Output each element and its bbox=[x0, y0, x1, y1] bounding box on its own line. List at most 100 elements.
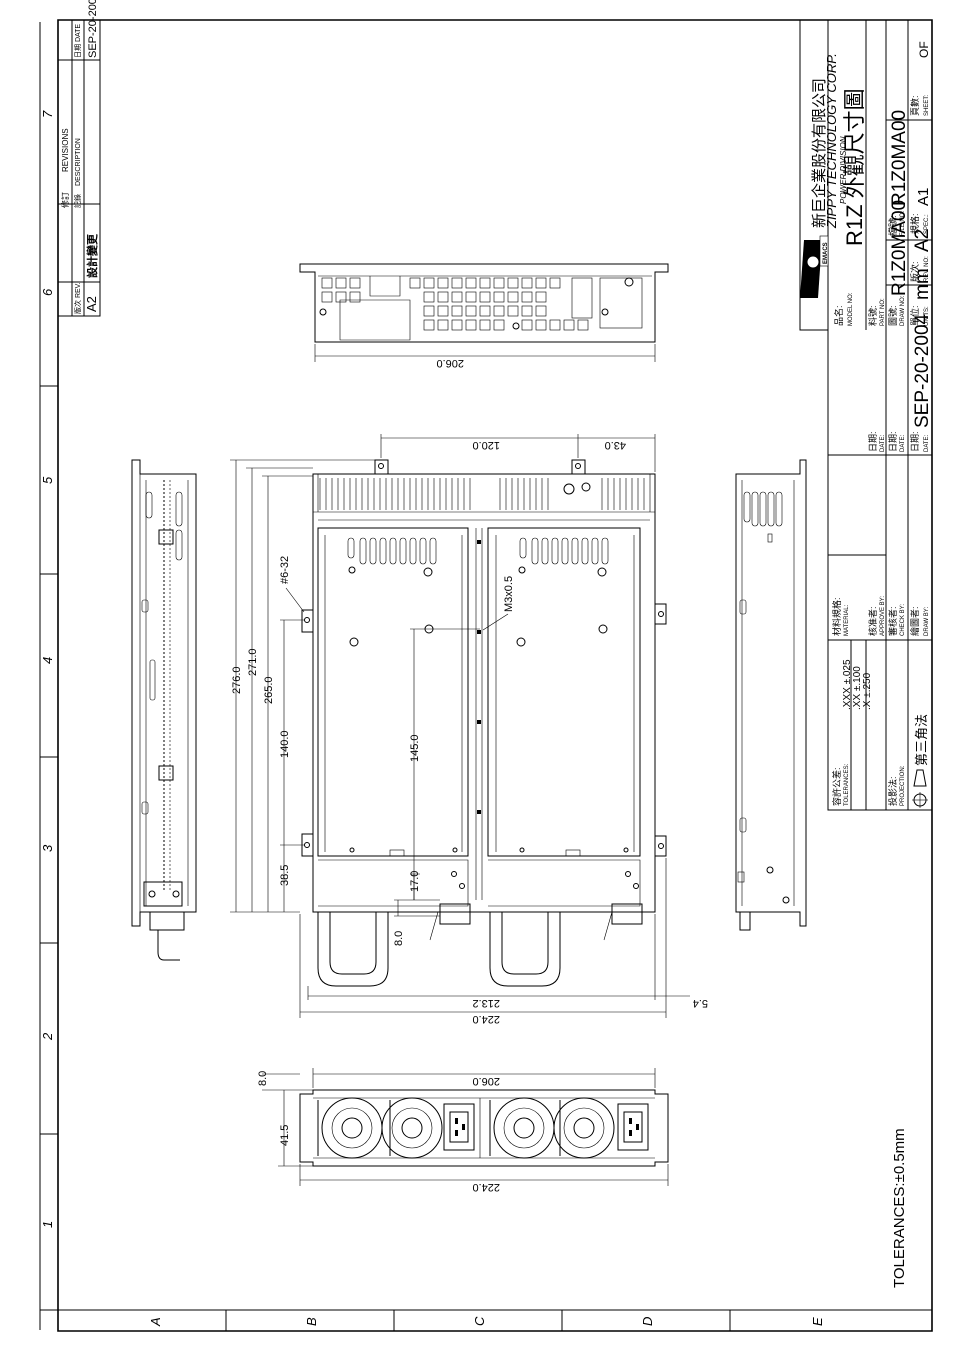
dim-label: 206.0 bbox=[436, 357, 464, 369]
zone-number: 4 bbox=[40, 657, 55, 664]
dimension-front-41-5: 41.5 bbox=[278, 1090, 313, 1167]
dim-label: 224.0 bbox=[472, 1013, 500, 1025]
date-label-2: DATE: bbox=[924, 434, 930, 452]
dimension-w5-4: 5.4 bbox=[655, 858, 708, 1009]
revisions-title: REVISIONS bbox=[61, 128, 70, 172]
dimension-front-224: 224.0 bbox=[299, 1164, 669, 1193]
projection-symbol bbox=[912, 769, 928, 808]
dimension-h8: 8.0 bbox=[393, 899, 440, 946]
division: POWER DIVISION bbox=[839, 136, 848, 204]
fan-icon bbox=[553, 1097, 615, 1159]
rev-value: A2 bbox=[84, 296, 99, 312]
spec-value: A1 bbox=[915, 188, 932, 206]
drawn-label: DRAW BY: bbox=[924, 607, 930, 636]
sheet-border bbox=[57, 19, 933, 1332]
dim-label: 206.0 bbox=[472, 1075, 500, 1087]
power-inlet-icon bbox=[617, 1103, 649, 1151]
dim-label: 213.2 bbox=[472, 997, 500, 1009]
callout-screw: M3x0.5 bbox=[482, 576, 515, 631]
dimension-h265: 265.0 bbox=[262, 475, 313, 912]
revisions-title-cn: 修訂 bbox=[60, 192, 70, 208]
zone-letter: A bbox=[148, 1317, 163, 1327]
rev-no-label-cn: 版次: bbox=[909, 261, 920, 282]
dimension-w43: 43.0 bbox=[578, 434, 656, 472]
right-side-view bbox=[735, 459, 807, 931]
main-plan-view bbox=[301, 459, 667, 987]
rev-description: 設計變更 bbox=[85, 233, 99, 278]
approve-label-cn: 核准者: bbox=[867, 606, 878, 636]
tol-x: .X ±.250 bbox=[862, 672, 873, 710]
dim-label: 8.0 bbox=[257, 1071, 269, 1086]
dim-label: 38.5 bbox=[279, 865, 291, 886]
zone-number: 7 bbox=[40, 110, 55, 118]
file-no-label-cn: 檔號: bbox=[887, 215, 898, 236]
zone-number: 5 bbox=[40, 476, 55, 484]
date-label: 日期 DATE bbox=[74, 24, 82, 58]
rev-no-label: REV. NO: bbox=[924, 256, 930, 282]
dimension-w224: 224.0 bbox=[299, 914, 667, 1025]
dimension-front-8: 8.0 bbox=[257, 1071, 313, 1091]
dim-label: 276.0 bbox=[231, 666, 243, 694]
dim-label: 265.0 bbox=[263, 676, 275, 704]
date-label-3: DATE: bbox=[880, 434, 886, 452]
draw-no: R1Z0MA00 bbox=[889, 200, 910, 296]
check-label-cn: 審核者: bbox=[887, 606, 898, 636]
sheet-of: OF bbox=[917, 41, 931, 58]
zone-number: 2 bbox=[40, 1032, 55, 1041]
projection-value: 第三角法 bbox=[914, 714, 929, 766]
company-cn: 新巨企業股份有限公司 bbox=[810, 78, 828, 228]
rev-label: 版次 REV. bbox=[73, 282, 82, 314]
title-block: EMACS 新巨企業股份有限公司 ZIPPY TECHNOLOGY CORP. … bbox=[799, 19, 933, 811]
sheet-label: SHEET: bbox=[924, 95, 930, 116]
zone-number: 3 bbox=[40, 844, 55, 852]
tolerances-label-cn: 容許公差: bbox=[831, 767, 842, 806]
tolerance-note: TOLERANCES:±0.5mm bbox=[891, 1128, 908, 1288]
draw-no-label-cn: 圖號: bbox=[887, 305, 898, 326]
zone-letters: A B C D E bbox=[148, 1316, 825, 1327]
dim-label: 8.0 bbox=[393, 931, 405, 946]
dim-label: 271.0 bbox=[247, 648, 259, 676]
zone-number: 6 bbox=[40, 288, 55, 296]
dimension-front-206: 206.0 bbox=[312, 1068, 656, 1088]
dim-label: 41.5 bbox=[279, 1125, 291, 1146]
file-no: R1Z0MA00 bbox=[889, 110, 910, 206]
date-label: DATE: bbox=[900, 434, 906, 452]
part-no-label-cn: 料號: bbox=[867, 305, 878, 326]
drawing-title: R1Z 外觀尺寸圖 bbox=[842, 88, 867, 246]
rear-panel-view bbox=[299, 263, 669, 343]
spec-label: SPEC.: bbox=[924, 214, 930, 234]
left-side-view bbox=[131, 459, 197, 961]
dim-label: #6-32 bbox=[279, 556, 291, 584]
dim-label: 120.0 bbox=[472, 439, 500, 451]
dimension-top-206: 206.0 bbox=[314, 344, 656, 369]
dim-label: 17.0 bbox=[409, 871, 421, 892]
zone-letter: E bbox=[810, 1317, 825, 1326]
dim-label: 145.0 bbox=[409, 734, 421, 762]
dimension-h140: 140.0 bbox=[279, 619, 304, 846]
dim-label: 224.0 bbox=[472, 1181, 500, 1193]
zone-number: 1 bbox=[40, 1221, 55, 1228]
tol-xxx: .XXX ±.025 bbox=[842, 659, 853, 710]
units-value: mm bbox=[912, 268, 933, 300]
dimension-h17: 17.0 bbox=[409, 871, 421, 900]
company-en: ZIPPY TECHNOLOGY CORP. bbox=[824, 53, 839, 229]
zone-letter: D bbox=[640, 1317, 655, 1326]
part-no-label: PART NO: bbox=[880, 298, 886, 326]
desc-label-cn: 記錄 bbox=[73, 194, 82, 208]
dim-label: M3x0.5 bbox=[503, 576, 515, 612]
dimension-h145: 145.0 bbox=[409, 628, 480, 900]
check-label: CHECK BY: bbox=[900, 604, 906, 636]
zone-ticks bbox=[40, 385, 731, 1331]
spec-label-cn: 規格: bbox=[909, 213, 920, 234]
date-label-cn-2: 日期: bbox=[910, 431, 920, 452]
zone-letter: B bbox=[304, 1317, 319, 1326]
units-label-cn: 單位: bbox=[909, 305, 920, 326]
fan-icon bbox=[493, 1097, 555, 1159]
projection-label-cn: 投影法: bbox=[887, 776, 898, 806]
dimension-w213-2: 213.2 bbox=[307, 914, 656, 1009]
date-value: SEP-20-2004 bbox=[912, 313, 933, 428]
dim-label: 140.0 bbox=[279, 730, 291, 758]
material-label-cn: 材料規格: bbox=[831, 597, 842, 636]
callout-hole: #6-32 bbox=[279, 556, 305, 613]
